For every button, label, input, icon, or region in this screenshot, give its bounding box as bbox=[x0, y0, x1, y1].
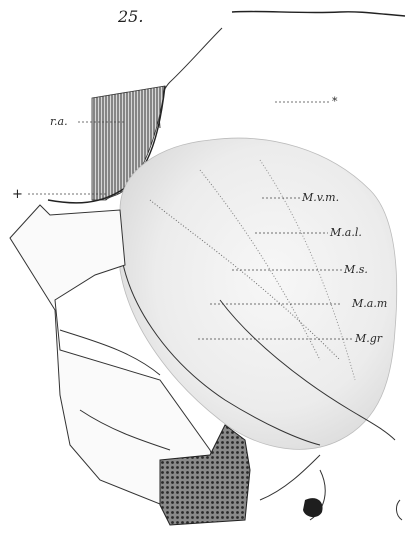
label-ms: M.s. bbox=[343, 263, 368, 276]
label-mam: M.a.m bbox=[351, 297, 387, 310]
label-mvm: M.v.m. bbox=[301, 191, 339, 204]
small-dark-spot bbox=[303, 498, 323, 517]
upper-outline bbox=[159, 28, 222, 128]
label-plus: + bbox=[12, 187, 23, 202]
label-mgr: M.gr bbox=[354, 332, 383, 345]
label-ra: r.a. bbox=[50, 115, 68, 128]
label-mal: M.a.l. bbox=[329, 226, 362, 239]
label-star: * bbox=[332, 95, 338, 108]
top-outline bbox=[232, 11, 405, 16]
figure-number: 25. bbox=[117, 7, 143, 26]
